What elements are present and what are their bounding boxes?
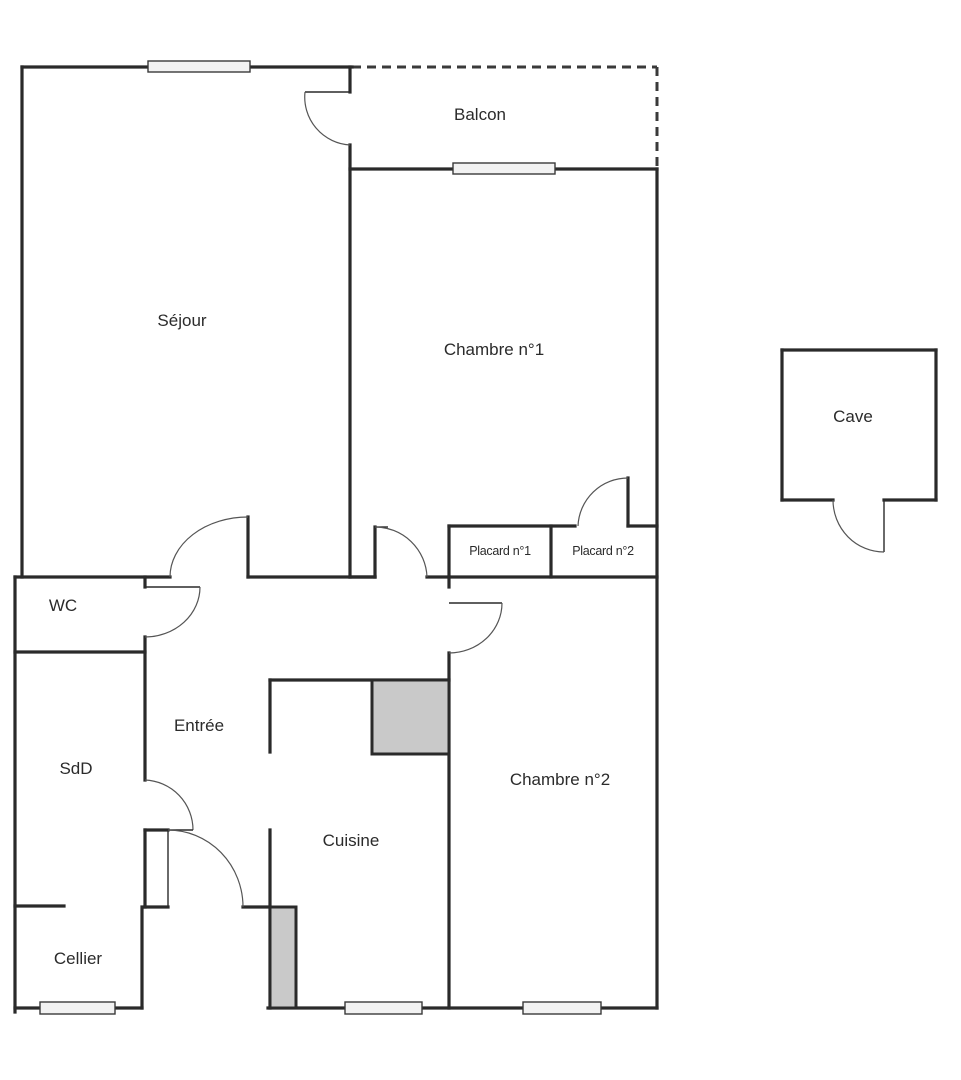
windows: [39, 60, 602, 1015]
room-label-cuisine: Cuisine: [322, 831, 380, 850]
balcony-outline: [352, 65, 659, 168]
outer-walls: [13, 65, 659, 1014]
room-label-wc: WC: [48, 596, 78, 615]
room-label-sejour: Séjour: [157, 311, 207, 330]
shafts: [268, 678, 451, 1010]
room-label-chambre1: Chambre n°1: [443, 340, 545, 359]
room-label-cave: Cave: [833, 407, 873, 426]
room-label-sdd: SdD: [59, 759, 93, 778]
doors: [144, 91, 629, 908]
room-label-placard1: Placard n°1: [469, 544, 531, 558]
interior-walls: [13, 476, 659, 1010]
cave-outline: [780, 348, 938, 553]
room-label-placard2: Placard n°2: [572, 544, 634, 558]
room-label-entree: Entrée: [173, 716, 225, 735]
room-label-chambre2: Chambre n°2: [509, 770, 611, 789]
room-label-cellier: Cellier: [53, 949, 103, 968]
room-label-balcon: Balcon: [454, 105, 506, 124]
